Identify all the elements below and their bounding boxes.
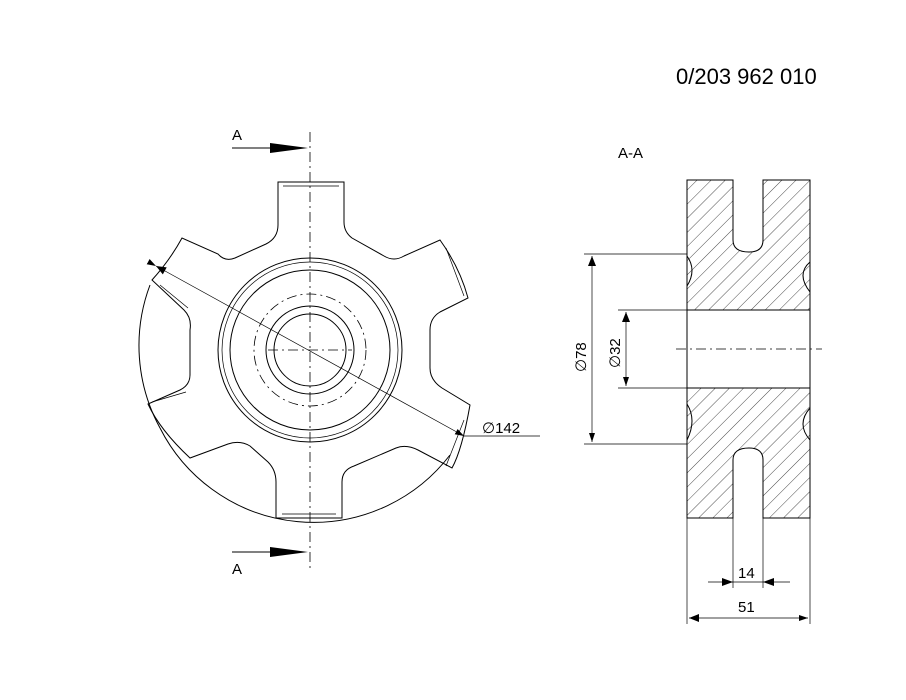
dim-51-label: 51 (738, 599, 755, 616)
cut-arrowhead-top (270, 143, 308, 153)
recess-left-top (686, 255, 693, 287)
dimension-arrowhead (156, 266, 167, 275)
section-label: A-A (618, 145, 643, 162)
dimension-arrowhead (622, 312, 630, 322)
cut-label-top: A (232, 127, 242, 144)
dim-32-label: ∅32 (607, 338, 624, 368)
recess-right-bottom (802, 407, 811, 441)
section-upper-body (686, 179, 811, 311)
recess-right-top (802, 261, 811, 293)
section-view: A-A ∅78 ∅32 14 (573, 145, 822, 624)
dimension-arrowhead (588, 256, 596, 266)
section-cut-markers: A A (232, 127, 308, 578)
dim-78-label: ∅78 (573, 342, 590, 372)
cut-arrowhead-bottom (270, 547, 308, 557)
dim-14-arrow-right (763, 578, 774, 586)
outer-rim-arc (159, 427, 451, 523)
dim-142-label: ∅142 (482, 420, 520, 437)
cut-label-bottom: A (232, 561, 242, 578)
front-view: ∅142 (138, 132, 540, 568)
section-lower-body (686, 387, 811, 519)
dim-14-label: 14 (738, 565, 755, 582)
dim-142-line (146, 259, 465, 437)
recess-left-bottom (686, 403, 693, 441)
dim-14-arrow-left (722, 578, 733, 586)
dimension-arrowhead (689, 614, 699, 622)
part-number: 0/203 962 010 (676, 64, 817, 89)
